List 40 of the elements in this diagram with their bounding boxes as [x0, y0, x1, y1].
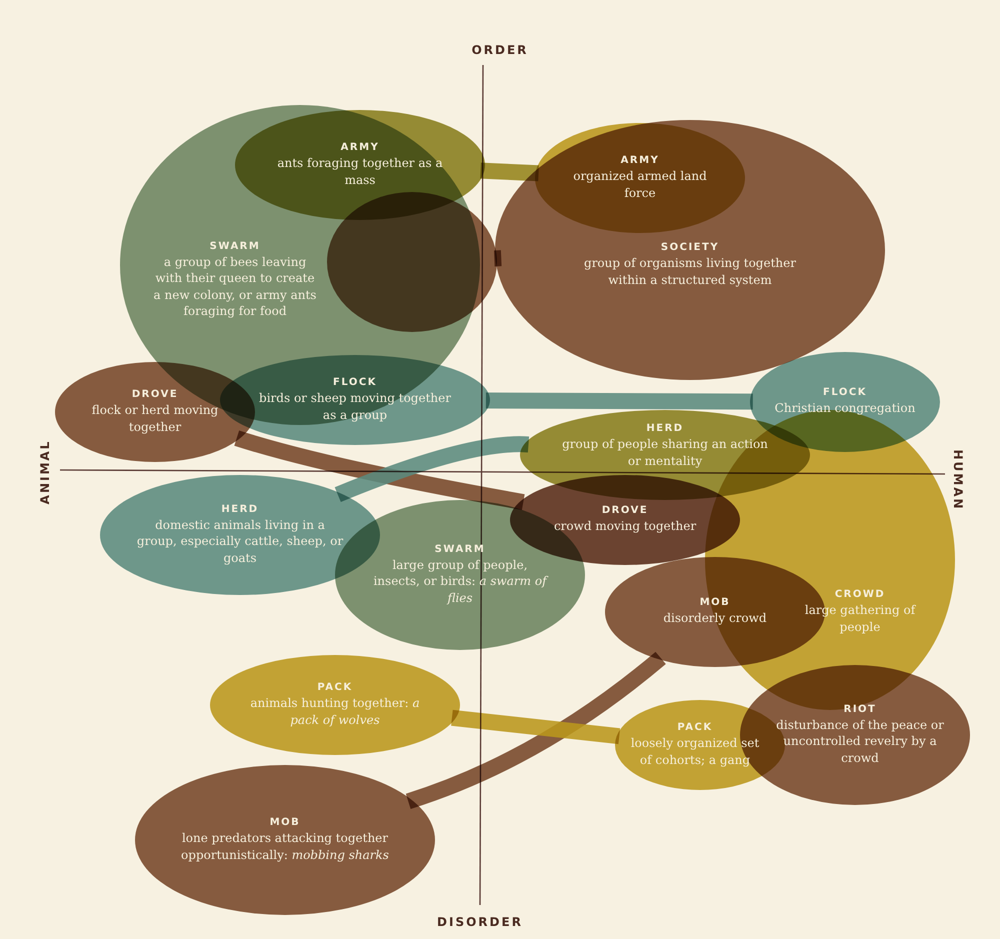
- term-heading: FLOCK: [823, 387, 867, 398]
- term-heading: PACK: [317, 682, 353, 694]
- term-heading: MOB: [700, 597, 730, 608]
- definition-text: domestic animals living in a group, especially cattle, sheep, or goats: [136, 517, 344, 566]
- blob-neck: [406, 652, 666, 809]
- axis-label: ORDER: [472, 43, 528, 57]
- definition-text: disturbance of the peace or uncontrolled revelry by a crowd: [775, 717, 945, 766]
- blob-neck: [486, 392, 753, 410]
- definition-text: ants foraging together as a mass: [276, 155, 444, 188]
- definition-text: group of people sharing an action or mentality: [561, 436, 769, 469]
- term-heading: SWARM: [210, 241, 260, 252]
- definition-text: birds or sheep moving together as a group: [258, 390, 452, 423]
- term-heading: SOCIETY: [660, 242, 720, 254]
- term-heading: ARMY: [620, 155, 660, 166]
- definition-text: animals hunting together: a pack of wolves: [249, 695, 421, 728]
- term-heading: FLOCK: [333, 377, 377, 388]
- term-heading: HERD: [646, 423, 684, 434]
- definition-text: a group of bees leaving with their queen to create a new colony, or army ants foraging for food: [152, 254, 318, 319]
- term-heading: CROWD: [834, 589, 886, 600]
- term-heading: RIOT: [844, 704, 876, 716]
- axis-label: HUMAN: [951, 449, 965, 511]
- term-heading: DROVE: [132, 389, 178, 400]
- definition-text: lone predators attacking together opportunistically: mobbing sharks: [180, 830, 390, 863]
- definition-text: large gathering of people: [804, 602, 917, 635]
- definition-text: group of organisms living together within a structured system: [583, 255, 797, 288]
- blob-neck: [334, 436, 529, 502]
- term-heading: PACK: [677, 722, 713, 734]
- term-heading: DROVE: [602, 505, 648, 516]
- definition-text: crowd moving together: [554, 518, 696, 535]
- blob-neck: [494, 250, 502, 266]
- term-heading: HERD: [221, 504, 259, 516]
- definition-text: disorderly crowd: [663, 610, 767, 627]
- term-heading: ARMY: [340, 142, 380, 154]
- blob-neck: [234, 430, 525, 510]
- definition-text: Christian congregation: [774, 400, 916, 417]
- definition-text: flock or herd moving together: [90, 402, 220, 435]
- axis-label: DISORDER: [437, 915, 523, 929]
- definition-text: organized armed land force: [572, 168, 708, 201]
- axis-label: ANIMAL: [38, 440, 52, 504]
- term-heading: MOB: [270, 817, 300, 828]
